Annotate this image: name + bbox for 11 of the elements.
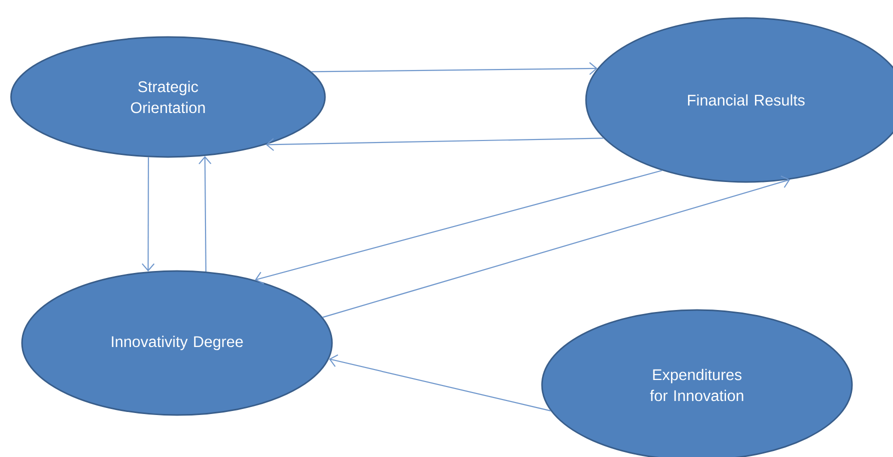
ellipse-node: Strategic Orientation (10, 36, 326, 158)
arrow (311, 62, 598, 75)
arrow (198, 156, 212, 272)
arrow (142, 157, 155, 272)
arrow (328, 354, 551, 412)
arrow (254, 170, 662, 284)
ellipse-node: Financial Results (585, 17, 893, 183)
arrow (266, 138, 604, 151)
ellipse-node: Expenditures for Innovation (541, 309, 853, 457)
arrow (322, 176, 790, 318)
ellipse-node: Innovativity Degree (21, 270, 333, 416)
